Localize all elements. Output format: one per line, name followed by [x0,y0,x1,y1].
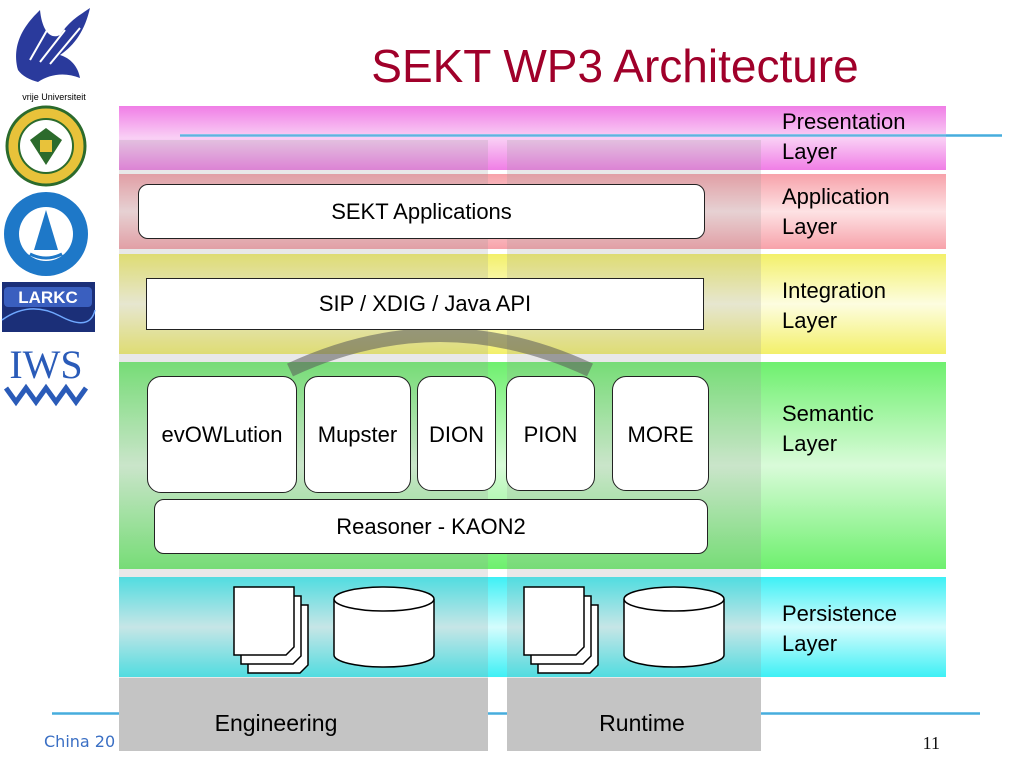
module-dion: DION [417,376,496,491]
iws-text: IWS [9,342,82,387]
module-mupster: Mupster [304,376,411,493]
iws-wave-icon [3,383,89,407]
module-label: Mupster [317,421,398,447]
slide-title: SEKT WP3 Architecture [371,40,859,92]
module-label: PION [523,422,578,447]
integration-api-box: SIP / XDIG / Java API [146,278,704,330]
background-arc [287,330,593,377]
vu-caption: vrije Universiteit [22,92,86,102]
vu-griffin-logo [16,8,90,82]
document-stack-icon [233,586,309,674]
presentation-layer-band [119,106,946,170]
sekt-applications-box: SEKT Applications [138,184,705,239]
integration-api-label: SIP / XDIG / Java API [318,291,532,316]
reasoner-box: Reasoner - KAON2 [154,499,708,554]
engineering-label: Engineering [214,710,338,736]
engineering-storage-icons [233,586,435,674]
page-number: 11 [922,733,940,753]
module-evowlution: evOWLution [147,376,297,493]
database-icon [623,586,725,668]
larkc-text: LARKC [18,288,78,307]
footer-text: China 20 [44,732,116,751]
larkc-logo [1,282,96,332]
logo-column: vrije Universiteit LARKC IWS [0,0,108,420]
sekt-applications-label: SEKT Applications [331,198,512,224]
runtime-column-base [507,678,761,751]
runtime-label: Runtime [599,710,685,736]
module-label: evOWLution [161,421,283,447]
header-rule-overlay [180,134,1002,137]
engineering-column-base [119,678,488,751]
module-more: MORE [612,376,709,491]
module-label: DION [429,422,484,447]
runtime-storage-icons [523,586,725,674]
database-icon [333,586,435,668]
document-stack-icon [523,586,599,674]
reasoner-label: Reasoner - KAON2 [336,513,526,539]
module-label: MORE [627,422,694,447]
module-pion: PION [506,376,595,491]
southeast-university-seal [5,105,87,187]
logo-stack: vrije Universiteit LARKC IWS [1,8,96,407]
just-seal [4,192,88,276]
